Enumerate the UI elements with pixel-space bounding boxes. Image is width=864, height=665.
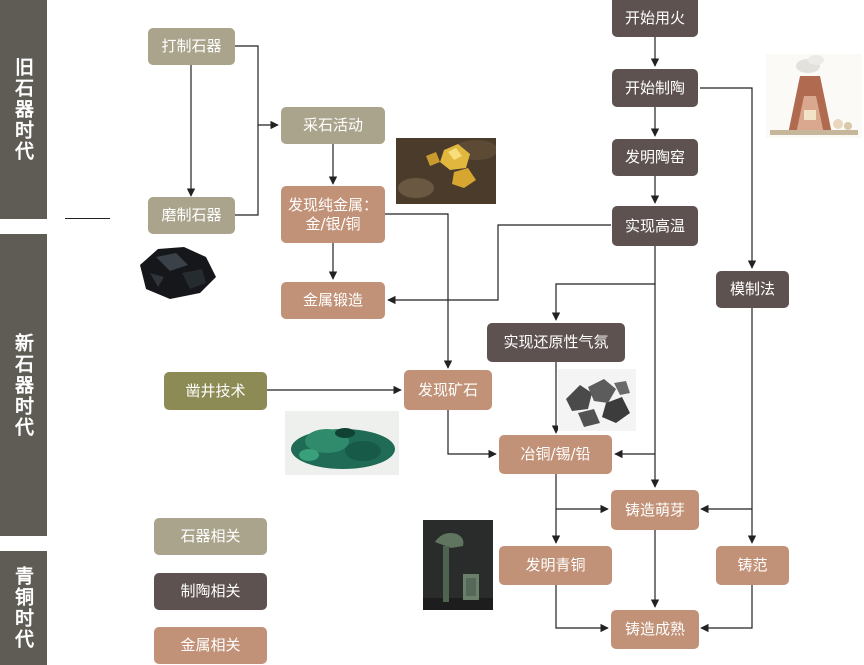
node-caishi-huodong: 采石活动 [281, 107, 385, 144]
edge-gaowen-duanzao [387, 224, 611, 305]
node-zaojing-jishu: 凿井技术 [164, 372, 267, 410]
node-kaishi-zhitao: 开始制陶 [612, 69, 698, 107]
node-faming-qingtong: 发明青铜 [499, 546, 612, 585]
edge-mozhi-caishi [235, 125, 259, 216]
dark-ore-image [558, 369, 636, 431]
edge-dazhi-caishi [235, 45, 279, 130]
legend-pottery: 制陶相关 [154, 573, 267, 610]
node-zhuzao-mengya: 铸造萌芽 [611, 490, 699, 530]
era-paleolithic: 旧石器时代 [0, 0, 47, 219]
node-huanyuan-qifen: 实现还原性气氛 [487, 323, 625, 362]
edge-faxian-kuangshi [385, 213, 453, 369]
node-dazhi-shiqi: 打制石器 [148, 28, 235, 65]
node-faxian-chun-jinshu: 发现纯金属：金/银/铜 [281, 186, 385, 243]
node-faming-taoyao: 发明陶窑 [612, 139, 698, 176]
node-yetong: 冶铜/锡/铅 [499, 435, 612, 474]
node-mozhi-shiqi: 磨制石器 [148, 197, 235, 234]
edge-zhitao-muzhifa [700, 87, 757, 269]
edge-kuangshi-yetong [447, 410, 497, 459]
bronze-artifact-image [423, 520, 493, 610]
edge-qingtong-chengshu [555, 585, 609, 633]
legend-metal: 金属相关 [154, 627, 267, 664]
node-faxian-kuangshi: 发现矿石 [404, 370, 492, 410]
edge-yetong-mengya [555, 474, 609, 514]
node-zhuzao-chengshu: 铸造成熟 [611, 610, 699, 649]
edge-muzhifa-mengya [700, 308, 753, 514]
era-bronze: 青铜时代 [0, 551, 47, 665]
node-jinshu-duanzao: 金属锻造 [281, 282, 385, 319]
node-shixian-gaowen: 实现高温 [612, 206, 698, 246]
node-zhufan: 铸范 [716, 546, 789, 585]
kiln-illustration-image [766, 54, 862, 138]
edge-gaowen-huanyuan [551, 246, 656, 321]
era-divider-line [65, 218, 110, 219]
gold-nuggets-image [396, 138, 496, 204]
node-kaishi-yonghuo: 开始用火 [612, 0, 698, 37]
node-muzhifa: 模制法 [716, 271, 789, 308]
era-neolithic: 新石器时代 [0, 234, 47, 536]
legend-stone: 石器相关 [154, 518, 267, 555]
edge-zhufan-chengshu [700, 585, 753, 633]
malachite-ore-image [285, 411, 399, 475]
obsidian-stone-image [140, 247, 216, 299]
